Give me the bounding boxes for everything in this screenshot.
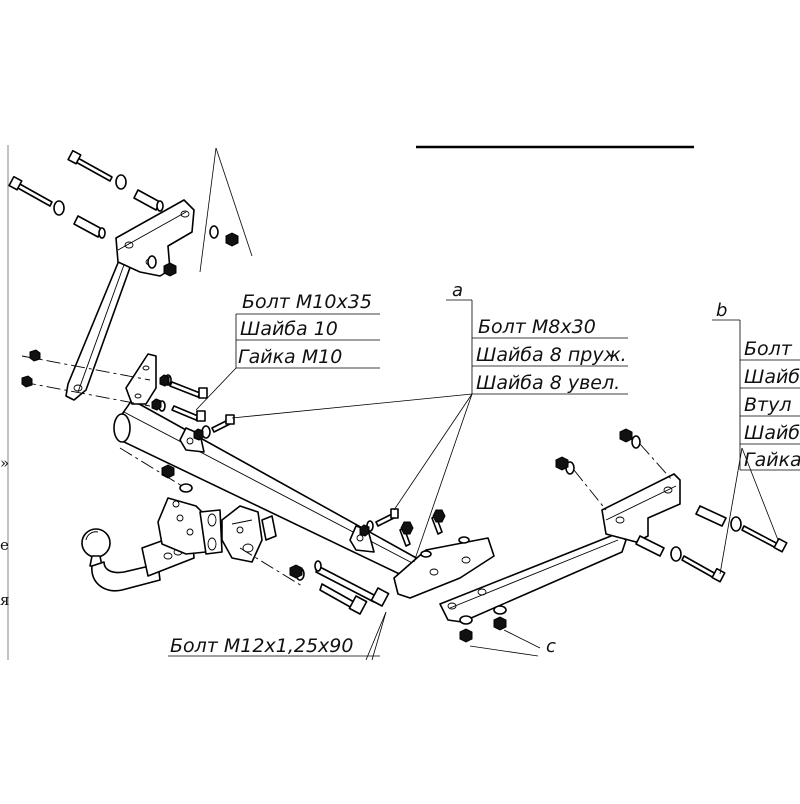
tow-ball-mount (81, 447, 390, 661)
bolt-m10-lower (8, 175, 53, 207)
edge-fragment: я (0, 591, 9, 609)
callout-item: Болт М10х35 (242, 291, 372, 313)
edge-fragments: » е я (0, 454, 9, 609)
callout-item: Гайка М10 (238, 346, 342, 368)
callout-item: Гайка (744, 449, 800, 471)
callout-item: Шайба 8 увел. (476, 372, 620, 394)
callout-c: c (546, 636, 556, 657)
bolt-m12-upper (314, 560, 390, 607)
callout-bottom: Болт М12х1,25х90 (170, 635, 353, 657)
callout-item: Болт (744, 338, 793, 360)
edge-fragment: » (0, 454, 9, 472)
callout-a: a Болт М8х30 Шайба 8 пруж. Шайба 8 увел. (452, 280, 627, 394)
callout-item: Болт М12х1,25х90 (170, 635, 353, 657)
callout-item: Шайб (744, 366, 800, 388)
bolt-m10-upper (67, 149, 113, 182)
right-bracket (393, 428, 788, 657)
callout-item: Втул (744, 394, 792, 416)
callout-leaders (168, 299, 800, 657)
callout-b: b Болт Шайб Втул Шайб Гайка (716, 300, 800, 471)
edge-fragment: е (0, 536, 9, 554)
callout-item: Шайб (744, 422, 800, 444)
main-crossbar (21, 349, 425, 581)
callout-item: Шайба 10 (240, 318, 338, 340)
callout-letter-a: a (452, 280, 463, 301)
left-bracket (8, 147, 253, 401)
bolt-m12-lower (319, 583, 368, 615)
callout-item: Шайба 8 пруж. (476, 344, 627, 366)
callout-top-left: Болт М10х35 Шайба 10 Гайка М10 (238, 291, 372, 368)
callout-letter-b: b (716, 300, 727, 321)
callout-item: Болт М8х30 (478, 316, 596, 338)
callout-letter-c: c (546, 636, 556, 657)
